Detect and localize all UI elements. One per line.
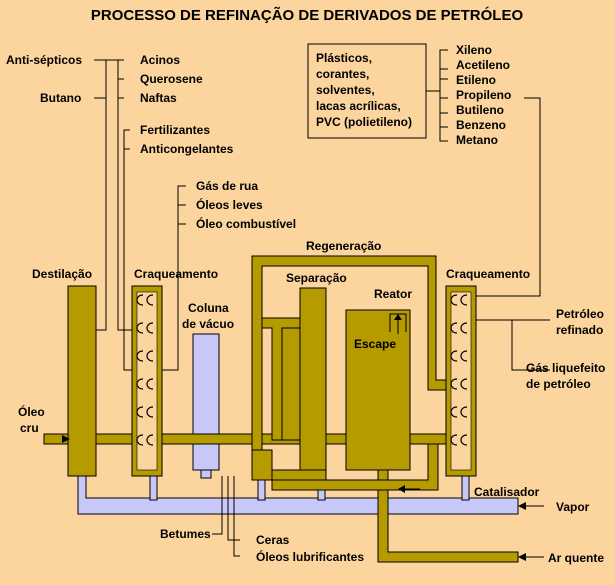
label-oleo-cru-line2: cru [20,421,39,435]
cracker-coil [136,434,154,446]
cracker-coil [136,294,154,306]
label-anticongelantes: Anticongelantes [140,142,234,156]
chemical-item: Propileno [456,88,511,102]
cracker-coil [136,406,154,418]
crude-arrow [62,435,70,443]
products-box [307,43,427,139]
connection-lines [62,49,550,561]
cracker-coil [450,406,468,418]
chemical-item: Acetileno [456,58,510,72]
products-box-line: Plásticos, [316,51,372,65]
cracker-coil [450,322,468,334]
diagram-title: PROCESSO DE REFINAÇÃO DE DERIVADOS DE PE… [91,6,524,24]
wire-gas-liquefeito [511,320,550,371]
label-oleo-combustivel: Óleo combustível [196,216,296,231]
label-butano: Butano [40,91,81,105]
distillation-column [67,285,97,477]
wire-distillation-antisepticos [96,59,118,331]
wire-cracker2-top [476,97,541,297]
cracker-column-1 [131,285,163,477]
cracker-2-window [450,291,472,471]
label-fertilizantes: Fertilizantes [140,123,210,137]
wire-chemicals-bracket [439,49,448,142]
cracker-column-2 [445,285,477,477]
label-reator: Reator [374,287,412,301]
label-coluna-line1: Coluna [188,301,229,315]
label-acinos: Acinos [140,53,180,67]
label-gas-liquefeito-line2: de petróleo [526,377,591,391]
label-craqueamento-2: Craqueamento [446,267,530,281]
label-naftas: Naftas [140,91,177,105]
label-destilacao: Destilação [32,267,92,281]
cracker-coil [450,350,468,362]
vacuum-column [192,333,220,471]
label-ar-quente: Ar quente [548,551,604,565]
cracker-coil [136,378,154,390]
cracker-coil [450,294,468,306]
label-betumes: Betumes [160,527,211,541]
vapor-arrow [518,502,526,510]
label-coluna-line2: de vácuo [182,317,234,331]
wire-oleos-lubrificantes [233,476,240,557]
label-oleos-leves: Óleos leves [196,197,263,212]
separation-base [271,469,327,481]
process-pipes [43,255,519,563]
label-antisepticos: Anti-sépticos [6,53,82,67]
chemical-item: Xileno [456,43,492,57]
label-oleo-cru-line1: Óleo [18,404,45,419]
label-separacao: Separação [286,271,347,285]
wire-betumes [212,476,223,535]
label-catalisador: Catalisador [474,485,540,499]
labels: Anti-sépticos Butano Acinos Querosene Na… [6,53,605,565]
chemical-item: Butileno [456,103,504,117]
products-box-line: solventes, [316,83,375,97]
cracker-1-window [136,291,158,471]
products-box-text: Plásticos, corantes, solventes, lacas acríl… [316,51,412,129]
products-box-line: corantes, [316,67,369,81]
cracker-coils [136,294,468,446]
catalyst-arrow [398,485,405,493]
regen-base [251,449,273,481]
label-querosene: Querosene [140,72,203,86]
chemical-item: Benzeno [456,118,506,132]
wire-cracker1-right [162,185,186,371]
cracker-coil [136,350,154,362]
separation-inner [281,327,301,441]
vacuum-column-base [200,469,212,479]
label-ceras: Ceras [256,533,290,547]
catalyst-return-pipe [271,443,439,491]
cracker-coil [450,434,468,446]
products-box-line: PVC (polietileno) [316,115,412,129]
hot-air-arrow [518,553,526,561]
label-gas-liquefeito-line1: Gás liquefeito [526,361,605,375]
reactor-vessel [345,309,411,471]
wire-ceras [227,476,240,541]
cracker-coil [450,378,468,390]
label-petroleo-refinado-line1: Petróleo [556,307,604,321]
label-escape: Escape [354,337,396,351]
chemical-item: Etileno [456,73,496,87]
hot-air-pipe [377,469,519,563]
label-petroleo-refinado-line2: refinado [556,323,603,337]
products-box-line: lacas acrílicas, [316,99,401,113]
reactor-outlet-arrowhead [394,314,402,320]
cracker-coil [136,322,154,334]
label-craqueamento-1: Craqueamento [134,267,218,281]
chemical-item: Metano [456,133,498,147]
wire-cracker1-top [117,59,132,331]
label-regeneracao: Regeneração [306,239,381,253]
label-oleos-lubrificantes: Óleos lubrificantes [256,549,364,564]
label-vapor: Vapor [556,500,590,514]
chemicals-list: XilenoAcetilenoEtilenoPropilenoButilenoB… [456,43,511,147]
vapor-riser-4 [461,473,470,501]
wire-cracker1-mid [123,129,132,371]
separation-column [299,287,327,471]
label-gas-de-rua: Gás de rua [196,179,258,193]
